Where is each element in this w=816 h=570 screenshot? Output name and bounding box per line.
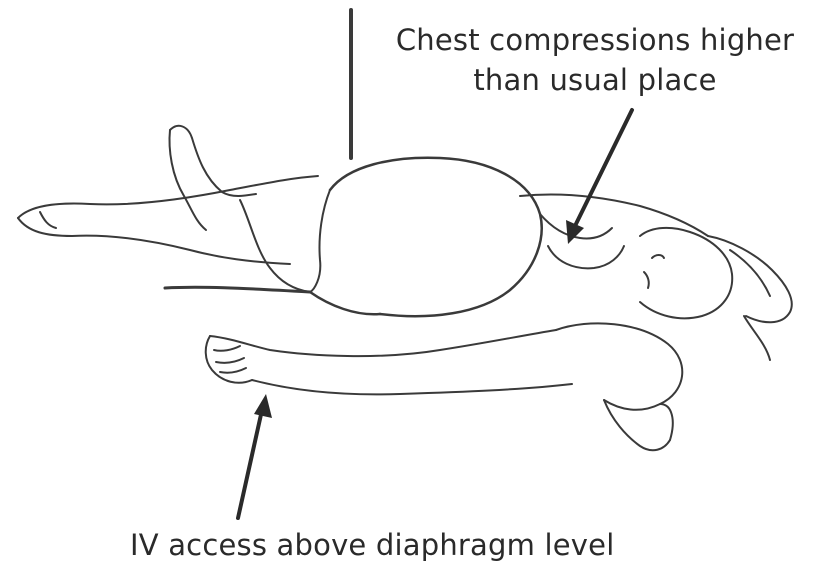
raised-leg — [170, 126, 256, 196]
extended-leg — [18, 176, 318, 218]
back-contour-line — [165, 287, 310, 292]
closed-eye — [652, 255, 664, 258]
arm-outline — [210, 330, 556, 356]
iv-access-arrow — [238, 394, 272, 518]
chest-compressions-label: Chest compressions higher than usual pla… — [380, 20, 810, 100]
hair-outline — [708, 236, 792, 322]
head-outline — [640, 228, 732, 318]
chest-compressions-label-line2: than usual place — [380, 60, 810, 100]
chest-compressions-label-line1: Chest compressions higher — [380, 20, 810, 60]
pregnant-abdomen — [330, 158, 542, 316]
shoulder-outline — [556, 323, 682, 409]
chest-compressions-arrow — [566, 110, 632, 244]
iv-access-label: IV access above diaphragm level — [130, 527, 614, 563]
